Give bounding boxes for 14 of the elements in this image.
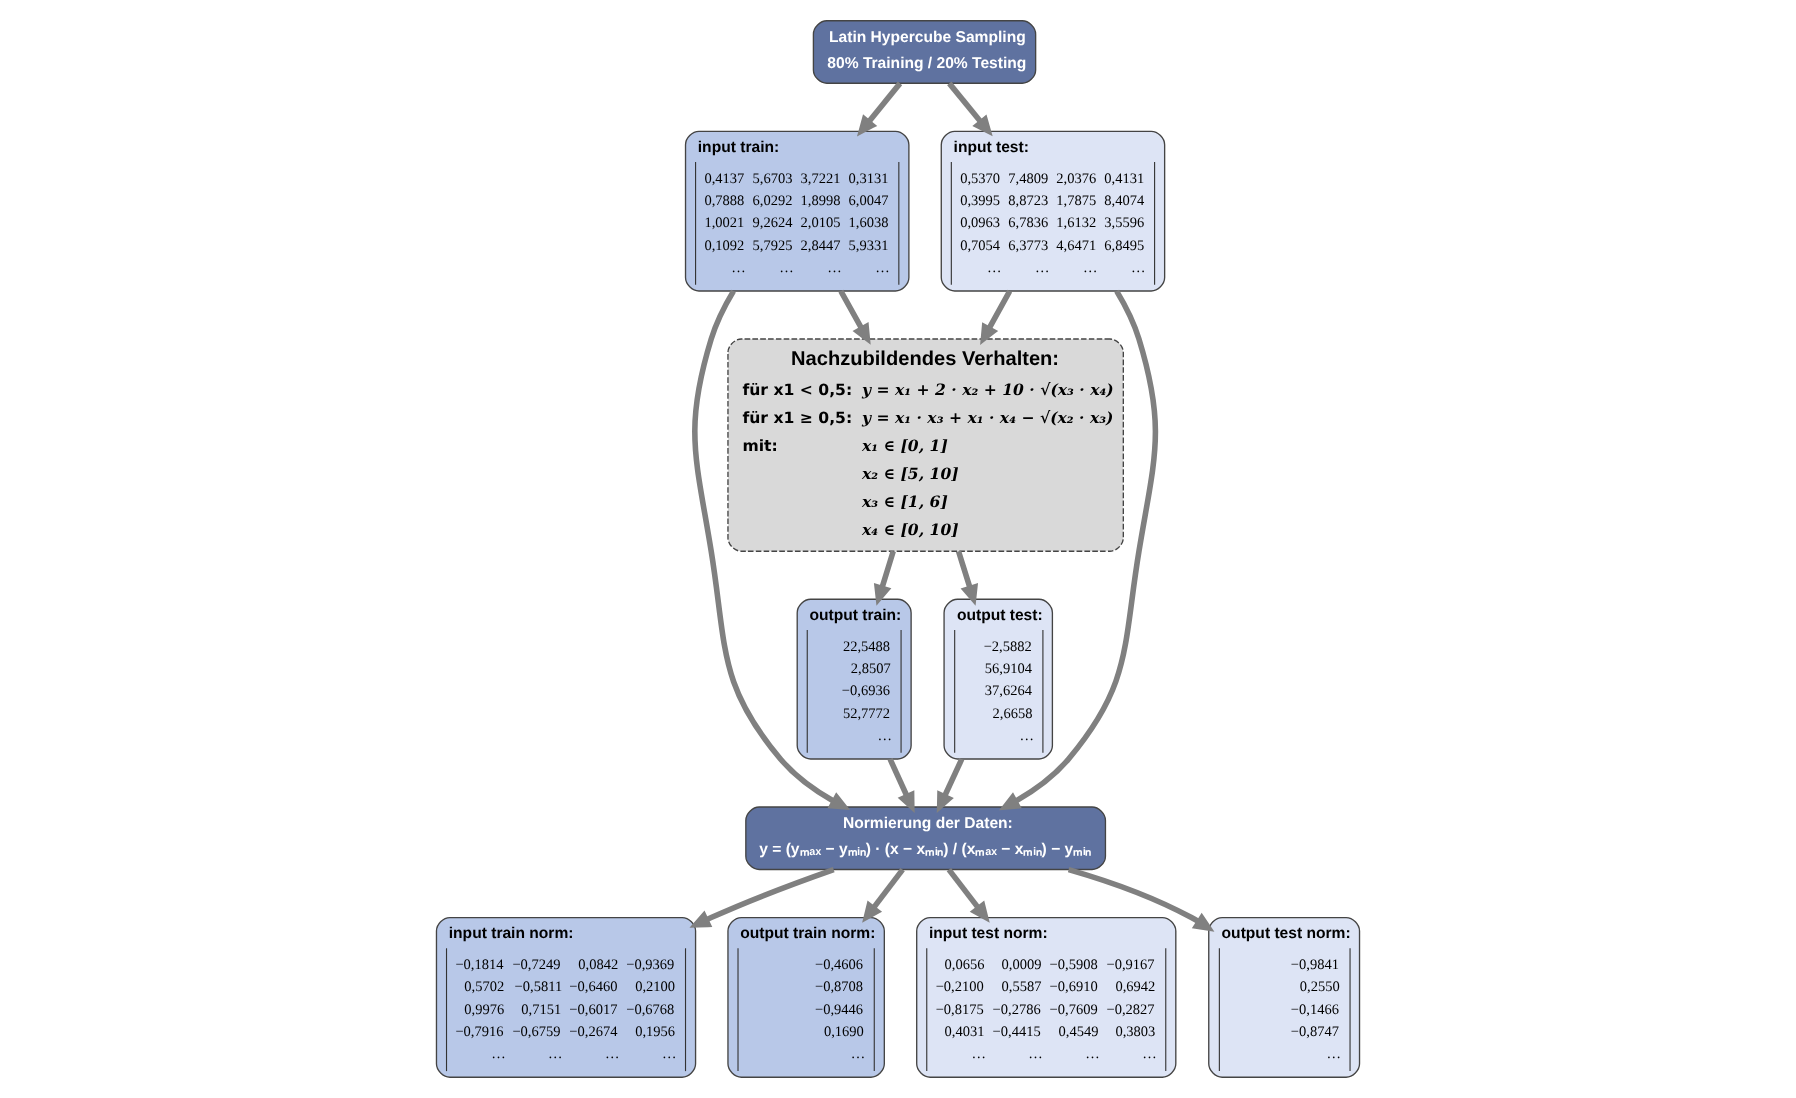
arrow [1067, 866, 1215, 932]
arrow [692, 289, 851, 811]
arrow [873, 550, 896, 606]
arrow [862, 867, 905, 923]
arrow [689, 866, 835, 928]
arrow [947, 81, 993, 137]
arrow [980, 289, 1013, 345]
arrow [955, 550, 979, 606]
arrow [936, 757, 965, 814]
arrow [856, 81, 903, 137]
arrow [887, 758, 915, 814]
arrow [946, 867, 990, 923]
arrow [838, 289, 871, 345]
arrow [999, 289, 1159, 811]
